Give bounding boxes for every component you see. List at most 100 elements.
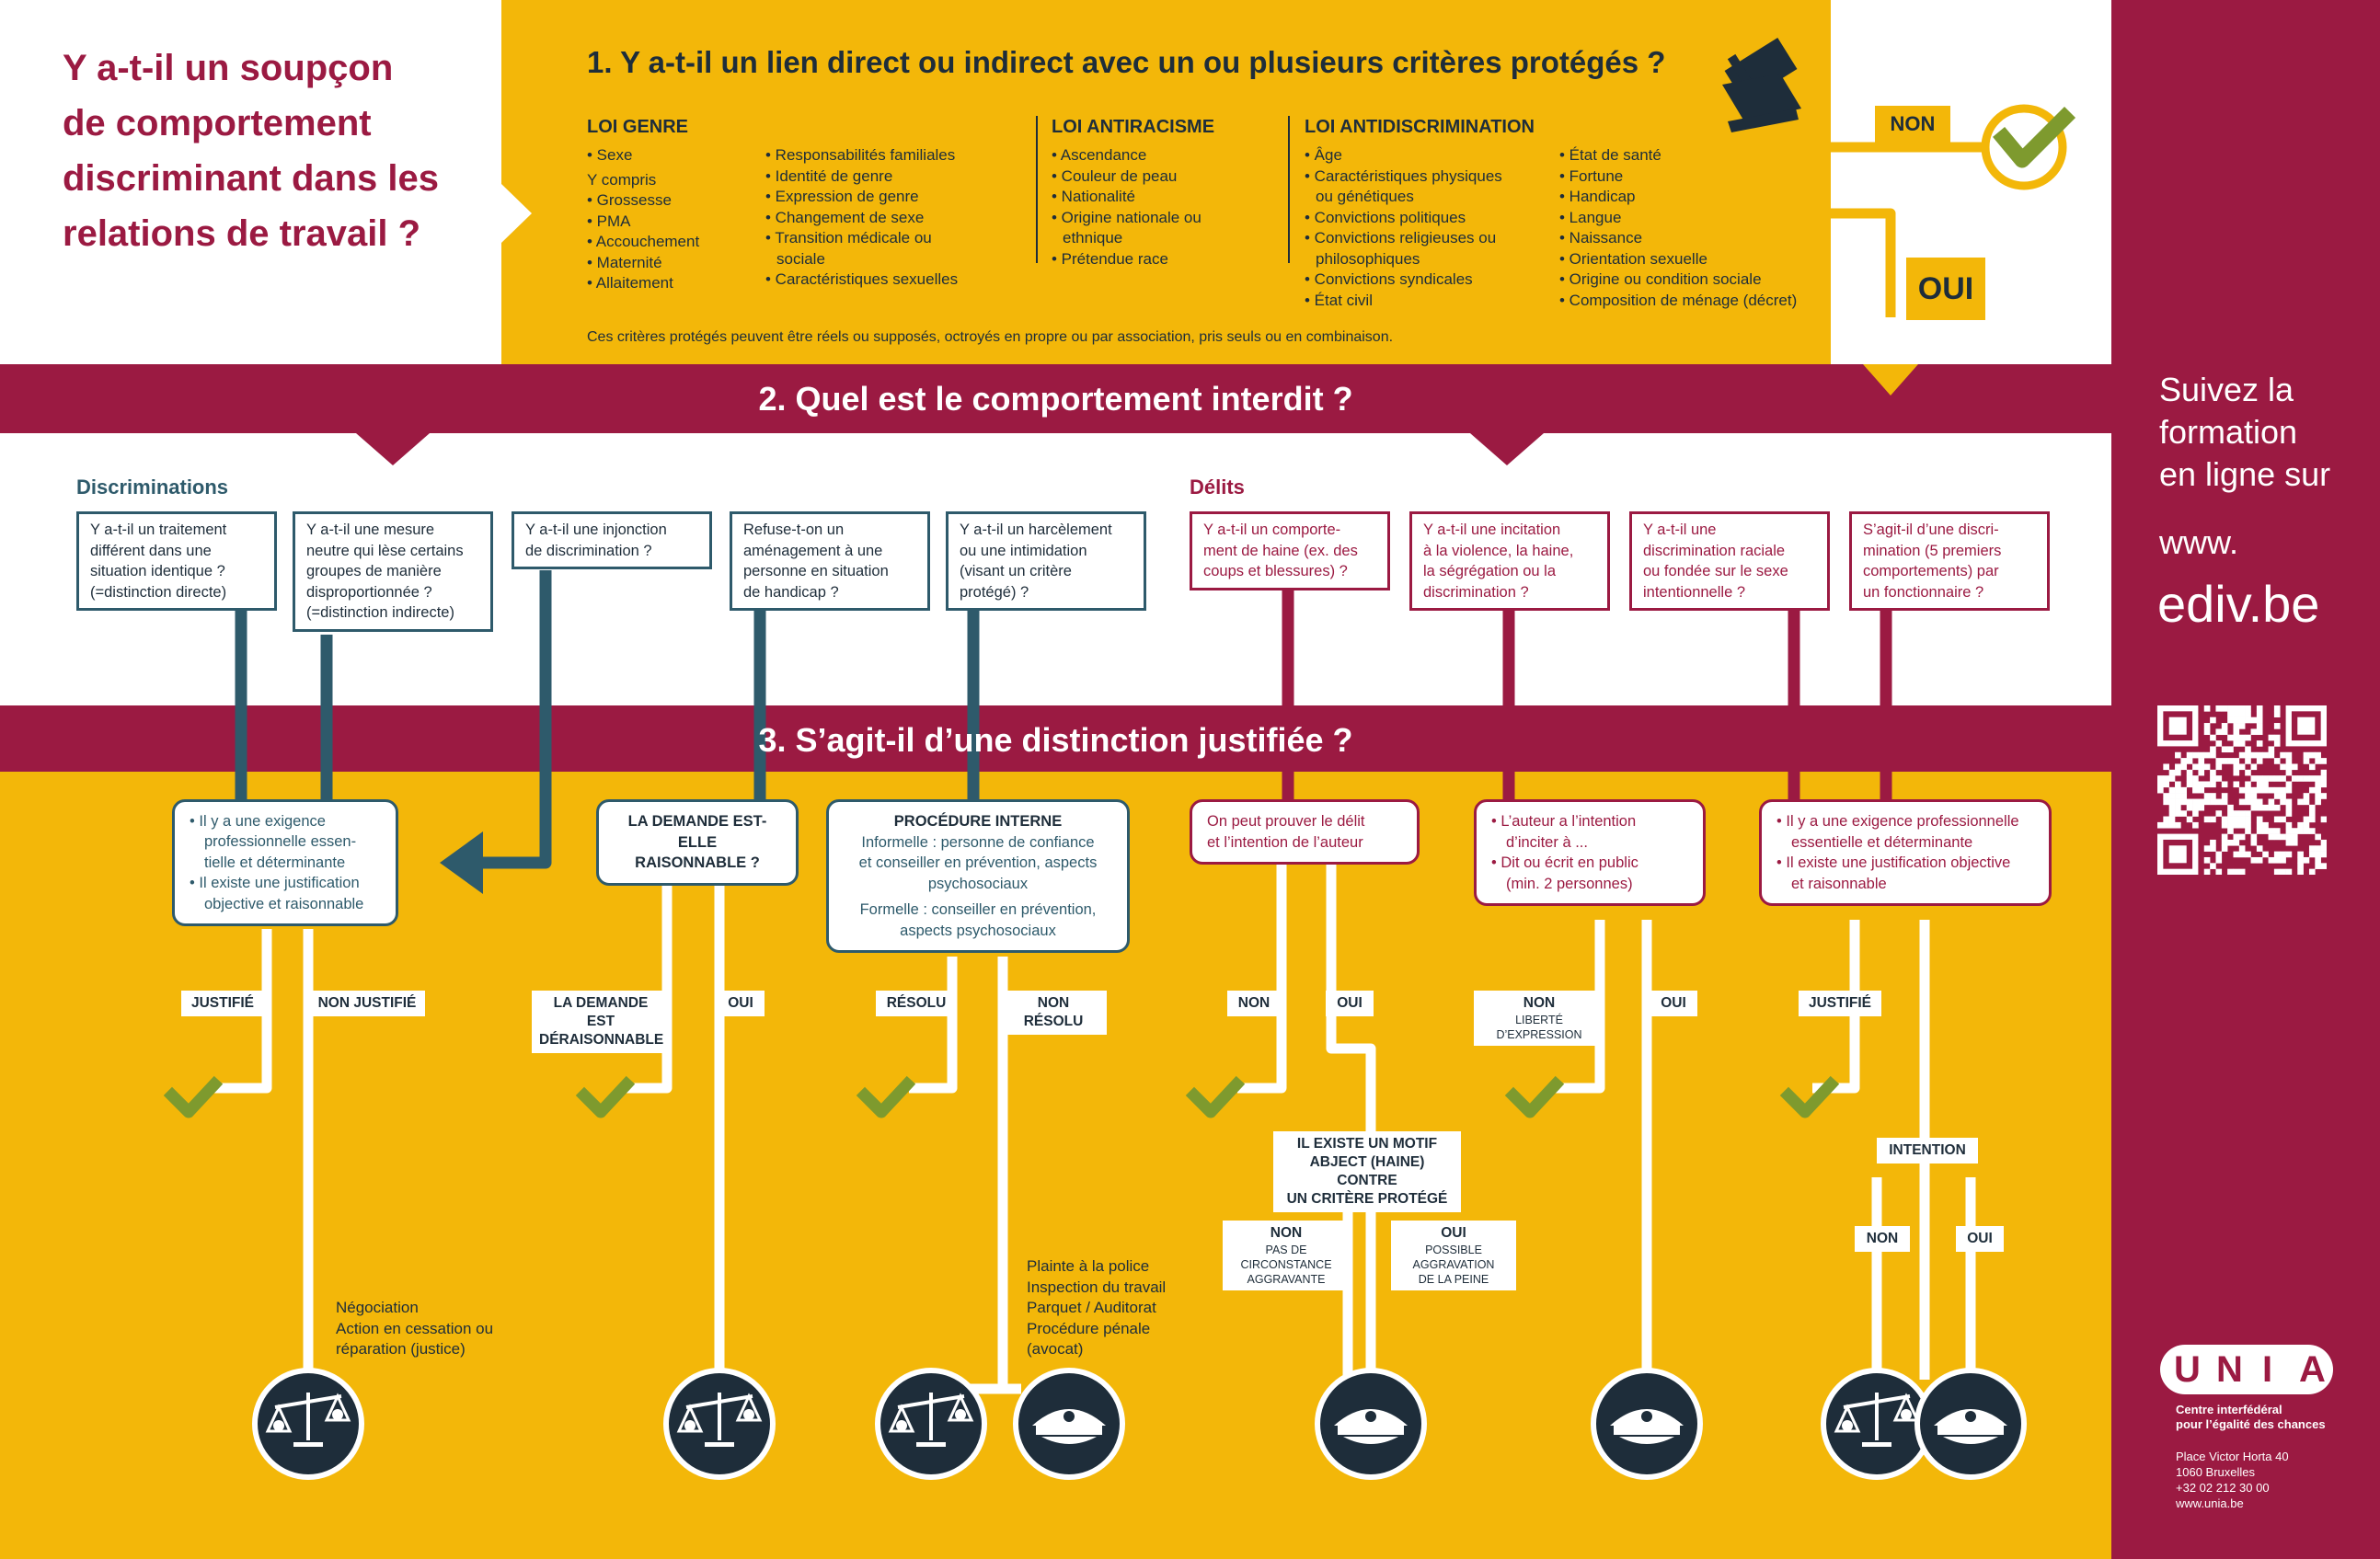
criterion: • Nationalité bbox=[1052, 188, 1136, 205]
address-line: +32 02 212 30 00 bbox=[2176, 1481, 2270, 1495]
qr-module bbox=[2238, 851, 2246, 858]
qr-module bbox=[2256, 711, 2263, 717]
qr-module bbox=[2238, 786, 2246, 794]
justice-scales-icon bbox=[1901, 1409, 1912, 1420]
arrow-oui-down bbox=[1863, 364, 1918, 395]
page-title-line: discriminant dans les bbox=[63, 158, 440, 199]
qr-module bbox=[2215, 851, 2223, 858]
qr-module bbox=[2163, 821, 2169, 829]
qr-module bbox=[2227, 746, 2234, 753]
qr-module bbox=[2280, 851, 2286, 858]
box-line: (=distinction indirecte) bbox=[306, 604, 454, 621]
qr-module bbox=[2221, 816, 2228, 823]
qr-module bbox=[2238, 821, 2246, 829]
justice-scales-icon bbox=[273, 1420, 284, 1431]
criteria-note: Ces critères protégés peuvent être réels… bbox=[587, 329, 1394, 345]
arrow-teal-left bbox=[440, 831, 483, 894]
qr-module bbox=[2315, 851, 2321, 858]
box-line: coups et blessures) ? bbox=[1203, 563, 1348, 579]
qr-module bbox=[2215, 763, 2223, 771]
qr-module bbox=[2227, 828, 2234, 834]
qr-module bbox=[2250, 833, 2258, 841]
loi-antiracisme-title: LOI ANTIRACISME bbox=[1052, 117, 1215, 137]
qr-module bbox=[2280, 798, 2286, 806]
qr-module bbox=[2221, 728, 2228, 736]
qr-module bbox=[2256, 751, 2263, 759]
justice-scales-icon bbox=[1842, 1420, 1853, 1431]
qr-module bbox=[2256, 716, 2263, 724]
qr-module bbox=[2198, 769, 2205, 776]
law-gavel-book-icon bbox=[1728, 109, 1799, 132]
criterion: • Ascendance bbox=[1052, 146, 1147, 164]
qr-module bbox=[2273, 828, 2281, 834]
qr-module bbox=[2238, 845, 2246, 852]
box-line: différent dans une bbox=[90, 542, 212, 559]
box-line: ou fondée sur le sexe bbox=[1643, 563, 1788, 579]
qr-module bbox=[2210, 751, 2216, 759]
qr-module bbox=[2203, 723, 2211, 729]
address-line[interactable]: www.unia.be bbox=[2176, 1496, 2244, 1510]
label-intention: INTENTION bbox=[1877, 1138, 1978, 1164]
qr-module bbox=[2285, 851, 2293, 858]
qr-module bbox=[2273, 786, 2281, 794]
outcome-line: Plainte à la police bbox=[1027, 1257, 1150, 1275]
qr-module bbox=[2315, 758, 2321, 764]
label-sub: AGGRAVATION bbox=[1412, 1258, 1495, 1271]
box-line: Y a-t-il une bbox=[1643, 522, 1717, 538]
box-line: ment de haine (ex. des bbox=[1203, 542, 1358, 559]
qr-module bbox=[2227, 734, 2234, 741]
qr-module bbox=[2245, 711, 2251, 717]
qr-module bbox=[2221, 793, 2228, 799]
qr-module bbox=[2320, 775, 2328, 782]
justice-scales-icon bbox=[916, 1442, 946, 1447]
outcome-line: (avocat) bbox=[1027, 1340, 1084, 1358]
check-icon bbox=[163, 1075, 224, 1118]
qr-module bbox=[2303, 758, 2310, 764]
qr-module bbox=[2285, 833, 2293, 841]
label-sub: LIBERTÉ bbox=[1515, 1014, 1563, 1026]
qr-module bbox=[2203, 728, 2211, 736]
qr-module bbox=[2163, 816, 2169, 823]
qr-module bbox=[2250, 775, 2258, 782]
justice-scales-icon bbox=[1875, 1393, 1879, 1440]
qr-module bbox=[2245, 816, 2251, 823]
qr-module bbox=[2238, 716, 2246, 724]
qr-module bbox=[2168, 810, 2176, 817]
qr-module bbox=[2180, 798, 2188, 806]
qr-module bbox=[2210, 746, 2216, 753]
qr-module bbox=[2192, 786, 2199, 794]
qr-module bbox=[2203, 781, 2211, 788]
box-line: Il existe une justification objective bbox=[1776, 853, 2034, 874]
qr-module bbox=[2273, 740, 2281, 747]
criterion: Y compris bbox=[587, 170, 657, 189]
url-link[interactable]: ediv.be bbox=[2157, 575, 2320, 633]
qr-module bbox=[2256, 786, 2263, 794]
qr-module bbox=[2203, 845, 2211, 852]
justice-scales-icon bbox=[955, 1409, 966, 1420]
box-line: discrimination raciale bbox=[1643, 542, 1786, 559]
qr-module bbox=[2180, 793, 2188, 799]
qr-module bbox=[2303, 793, 2310, 799]
label-oui-possible-aggravation: OUI POSSIBLE AGGRAVATION DE LA PEINE bbox=[1391, 1221, 1516, 1290]
box-line: la ségrégation ou la bbox=[1423, 563, 1557, 579]
qr-module bbox=[2273, 775, 2281, 782]
qr-module bbox=[2285, 758, 2293, 764]
box-distinction-indirecte: Y a-t-il une mesure neutre qui lèse cert… bbox=[293, 511, 493, 632]
justice-scales-icon bbox=[718, 1393, 721, 1440]
police-cap-icon bbox=[1064, 1411, 1075, 1422]
qr-module bbox=[2285, 763, 2293, 771]
qr-module bbox=[2308, 786, 2316, 794]
qr-module bbox=[2291, 833, 2298, 841]
criterion: • Identité de genre bbox=[765, 166, 893, 185]
police-cap-icon bbox=[1937, 1426, 2004, 1435]
label-justifie: JUSTIFIÉ bbox=[1799, 991, 1881, 1016]
criterion: ethnique bbox=[1063, 229, 1123, 246]
qr-module bbox=[2245, 821, 2251, 829]
qr-module bbox=[2233, 868, 2240, 876]
criterion: • Sexe bbox=[587, 146, 633, 164]
box-line: professionnelle essen- bbox=[204, 833, 357, 850]
qr-module bbox=[2297, 851, 2304, 858]
qr-module bbox=[2297, 868, 2304, 876]
qr-module bbox=[2203, 751, 2211, 759]
page-title-line: relations de travail ? bbox=[63, 213, 421, 254]
